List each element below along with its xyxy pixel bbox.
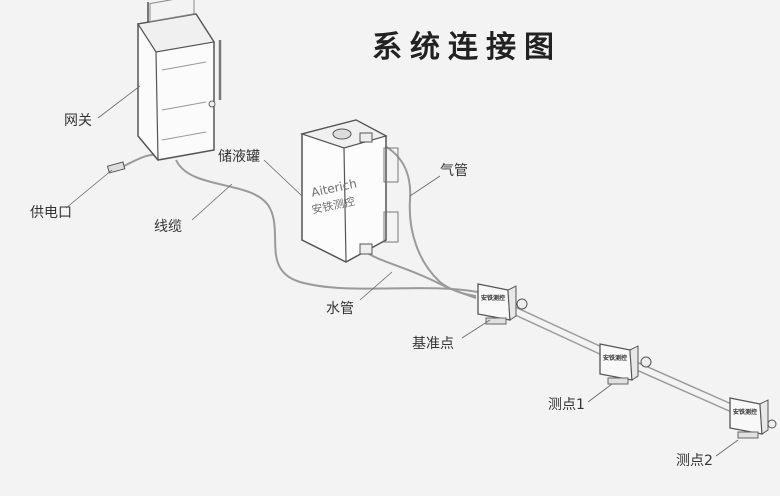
liquid-tank [299, 119, 399, 263]
label-water-pipe: 水管 [326, 301, 354, 317]
measure-sensor-1 [599, 343, 652, 385]
signal-cable [175, 159, 479, 293]
diagram-title: 系统连接图 [372, 30, 562, 65]
sensor-2-mark: 安铁测控 [733, 409, 758, 416]
label-gateway: 网关 [64, 113, 92, 129]
measure-sensor-2 [729, 397, 777, 439]
gateway-device [137, 0, 222, 161]
reference-sensor-mark: 安铁测控 [481, 295, 506, 302]
label-cable: 线缆 [154, 219, 182, 235]
label-gas-pipe: 气管 [440, 163, 468, 179]
reference-sensor [477, 283, 528, 325]
sensor-1-mark: 安铁测控 [603, 355, 628, 362]
leader-lines [65, 85, 739, 457]
label-measure-point-1: 测点1 [548, 397, 585, 413]
label-liquid-tank: 储液罐 [218, 149, 260, 165]
label-measure-point-2: 测点2 [676, 453, 713, 469]
water-pipe [365, 251, 477, 299]
label-reference-point: 基准点 [412, 336, 454, 352]
label-power-port: 供电口 [30, 205, 72, 221]
